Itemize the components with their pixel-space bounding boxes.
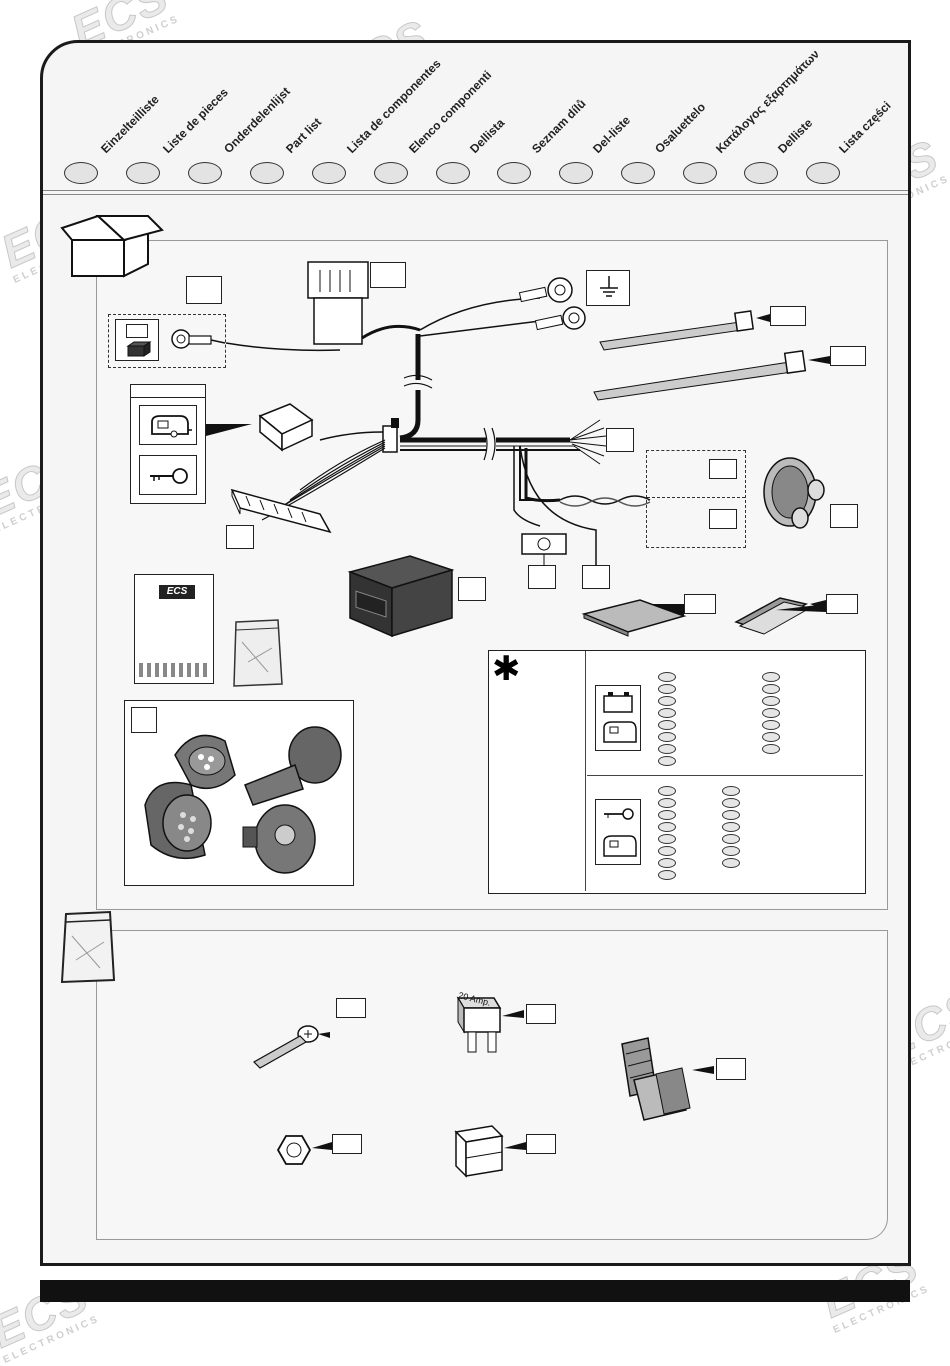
installation-manual: ECS xyxy=(134,574,214,684)
reference-box xyxy=(526,1134,556,1154)
socket-panel xyxy=(124,700,354,886)
language-oval xyxy=(126,162,160,184)
language-oval xyxy=(497,162,531,184)
reference-box xyxy=(709,509,737,529)
manual-logo: ECS xyxy=(159,585,195,599)
ring-terminals xyxy=(518,277,586,331)
reference-box xyxy=(526,1004,556,1024)
screw-icon xyxy=(253,1025,330,1069)
function-mode-card xyxy=(130,384,206,504)
language-oval xyxy=(374,162,408,184)
key-caravan-icon xyxy=(603,808,637,857)
box-icon xyxy=(60,214,164,278)
control-module-icon xyxy=(347,555,455,638)
language-oval xyxy=(806,162,840,184)
bag-icon xyxy=(233,619,283,687)
battery-kit-box xyxy=(115,319,159,361)
small-connector xyxy=(258,403,314,452)
language-oval xyxy=(64,162,98,184)
reference-box xyxy=(332,1134,362,1154)
reference-box xyxy=(458,577,486,601)
language-oval xyxy=(188,162,222,184)
reference-box xyxy=(830,346,866,366)
cable-tie-1 xyxy=(599,310,770,351)
ground-box xyxy=(586,270,630,306)
bag-icon xyxy=(60,910,116,984)
caravan-icon xyxy=(151,415,192,438)
accessories-panel xyxy=(96,930,888,1240)
nut-icon xyxy=(276,1135,332,1165)
reference-box xyxy=(606,428,634,452)
reference-box xyxy=(684,594,716,614)
key-mode-box xyxy=(139,455,197,495)
key-icon xyxy=(150,468,188,484)
trailer-socket-icon xyxy=(144,726,342,874)
fuse-icon xyxy=(456,996,524,1053)
language-oval xyxy=(436,162,470,184)
battery-icon xyxy=(603,692,637,743)
ring-terminal-icon xyxy=(171,329,226,349)
reference-box xyxy=(830,504,858,528)
reference-box xyxy=(336,998,366,1018)
battery-kit-dashed-box xyxy=(108,314,226,368)
reference-box xyxy=(709,459,737,479)
asterisk-symbol: ✱ xyxy=(492,649,521,689)
reference-box xyxy=(126,324,148,338)
reference-box xyxy=(131,707,157,733)
battery-caravan-box xyxy=(595,685,641,751)
manual-icons-strip xyxy=(139,663,209,677)
language-oval xyxy=(683,162,717,184)
reference-box xyxy=(826,594,858,614)
header-divider xyxy=(43,194,908,195)
grommet-icon xyxy=(763,457,825,529)
caravan-mode-box xyxy=(139,405,197,445)
language-oval xyxy=(250,162,284,184)
reference-box xyxy=(186,276,222,304)
fuse-holder-icon xyxy=(454,1125,526,1178)
language-oval xyxy=(312,162,346,184)
reference-box xyxy=(716,1058,746,1080)
reference-box xyxy=(770,306,806,326)
bare-wire-ends xyxy=(569,419,607,465)
reference-box xyxy=(226,525,254,549)
language-oval xyxy=(744,162,778,184)
key-caravan-box xyxy=(595,799,641,865)
multi-pin-connector xyxy=(307,261,369,345)
language-oval xyxy=(621,162,655,184)
wiring-harness-drawing xyxy=(206,261,830,616)
function-legend xyxy=(488,650,866,894)
bottom-bar xyxy=(40,1280,910,1302)
pin-connector xyxy=(230,488,332,534)
ground-icon xyxy=(600,276,618,297)
insulation-sheets xyxy=(581,597,826,637)
wire-connector-icon xyxy=(621,1037,714,1121)
language-oval xyxy=(559,162,593,184)
cable-tie-2 xyxy=(593,349,830,401)
header-divider xyxy=(43,190,908,191)
reference-box xyxy=(528,565,556,589)
relay-icon xyxy=(126,341,152,357)
reference-box xyxy=(370,262,406,288)
